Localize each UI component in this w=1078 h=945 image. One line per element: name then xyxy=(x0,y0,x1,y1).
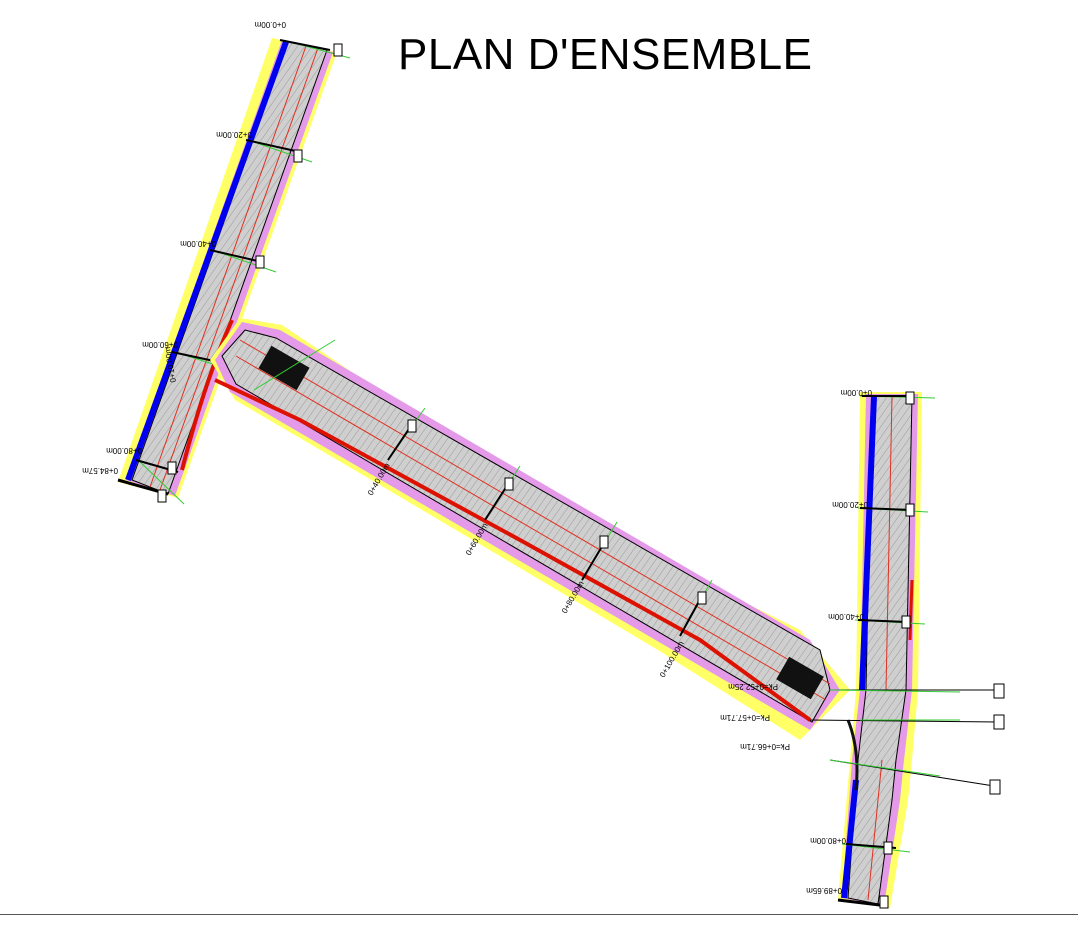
left-road-kerb xyxy=(180,319,234,471)
section-tag xyxy=(879,895,889,909)
right-road-curve xyxy=(846,719,859,791)
center-road-axis xyxy=(239,339,831,685)
left-road-blue-edge xyxy=(125,40,289,482)
left-chainage-1: 0+20.00m xyxy=(216,130,252,139)
left-road-axis-2 xyxy=(159,47,319,491)
section-tag xyxy=(407,419,417,433)
right-chainage-0: 0+0.00m xyxy=(840,388,872,397)
left-road-axis xyxy=(149,45,307,488)
section-tag xyxy=(599,535,609,549)
right-section-line xyxy=(859,507,913,511)
section-tag xyxy=(883,841,893,855)
crosswalk-west xyxy=(258,345,310,391)
section-tag xyxy=(255,255,265,269)
profile-marker xyxy=(989,779,1001,795)
profile-marker xyxy=(993,683,1005,699)
right-road-axis xyxy=(885,395,893,691)
left-section-line xyxy=(137,459,185,505)
section-tag xyxy=(167,461,177,475)
section-tag xyxy=(905,391,915,405)
left-section-line xyxy=(279,39,331,51)
right-chainage-2: 0+40.00m xyxy=(828,612,864,621)
left-chainage-3: 0+60.00m xyxy=(142,340,178,349)
left-chainage-4: 0+80.00m xyxy=(106,446,142,455)
center-road-kerb xyxy=(214,378,812,722)
right-section-line xyxy=(857,619,909,623)
leader-line xyxy=(829,689,961,693)
section-tag xyxy=(901,615,911,629)
pk-label-3: Pk=0+66.71m xyxy=(740,742,790,751)
left-chainage-2: 0+40.00m xyxy=(180,239,216,248)
center-road-axis-2 xyxy=(235,355,827,701)
section-tag xyxy=(157,489,167,503)
left-section-line xyxy=(209,249,263,263)
pk-label-1: Pk=0+52.25m xyxy=(728,682,778,691)
left-chainage-0: 0+0.00m xyxy=(254,20,286,29)
section-tag xyxy=(697,591,707,605)
page-title: PLAN D'ENSEMBLE xyxy=(398,30,813,79)
right-chainage-3: 0+80.00m xyxy=(810,836,846,845)
leader-line xyxy=(829,759,941,777)
left-chainage-labels: 0+0.00m 0+20.00m 0+40.00m 0+60.00m 0+80.… xyxy=(82,20,286,475)
left-road xyxy=(117,38,351,505)
section-tag xyxy=(293,149,303,163)
section-tag xyxy=(504,477,514,491)
right-chainage-1: 0+20.00m xyxy=(832,500,868,509)
section-tags xyxy=(157,43,915,909)
center-section-line xyxy=(253,339,336,391)
leader-line xyxy=(809,719,999,723)
crosswalk-east xyxy=(776,656,824,700)
bottom-rule xyxy=(0,914,1078,915)
section-tag xyxy=(905,503,915,517)
pk-label-2: Pk=0+57.71m xyxy=(720,713,770,722)
left-section-line xyxy=(245,139,301,153)
center-road-carriageway xyxy=(221,329,831,723)
right-chainage-labels: 0+0.00m 0+20.00m 0+40.00m 0+80.00m 0+89.… xyxy=(720,388,872,895)
profile-marker xyxy=(993,714,1005,730)
right-road-blue-edge-south xyxy=(841,779,859,899)
section-tag xyxy=(333,43,343,57)
right-chainage-4: 0+89.65m xyxy=(806,886,842,895)
right-road-blue-edge-north xyxy=(859,395,877,691)
right-road-kerb xyxy=(908,579,914,641)
right-road xyxy=(809,392,1005,908)
center-road xyxy=(210,318,850,740)
right-road-axis-south xyxy=(867,759,883,901)
left-chainage-5: 0+84.57m xyxy=(82,466,118,475)
